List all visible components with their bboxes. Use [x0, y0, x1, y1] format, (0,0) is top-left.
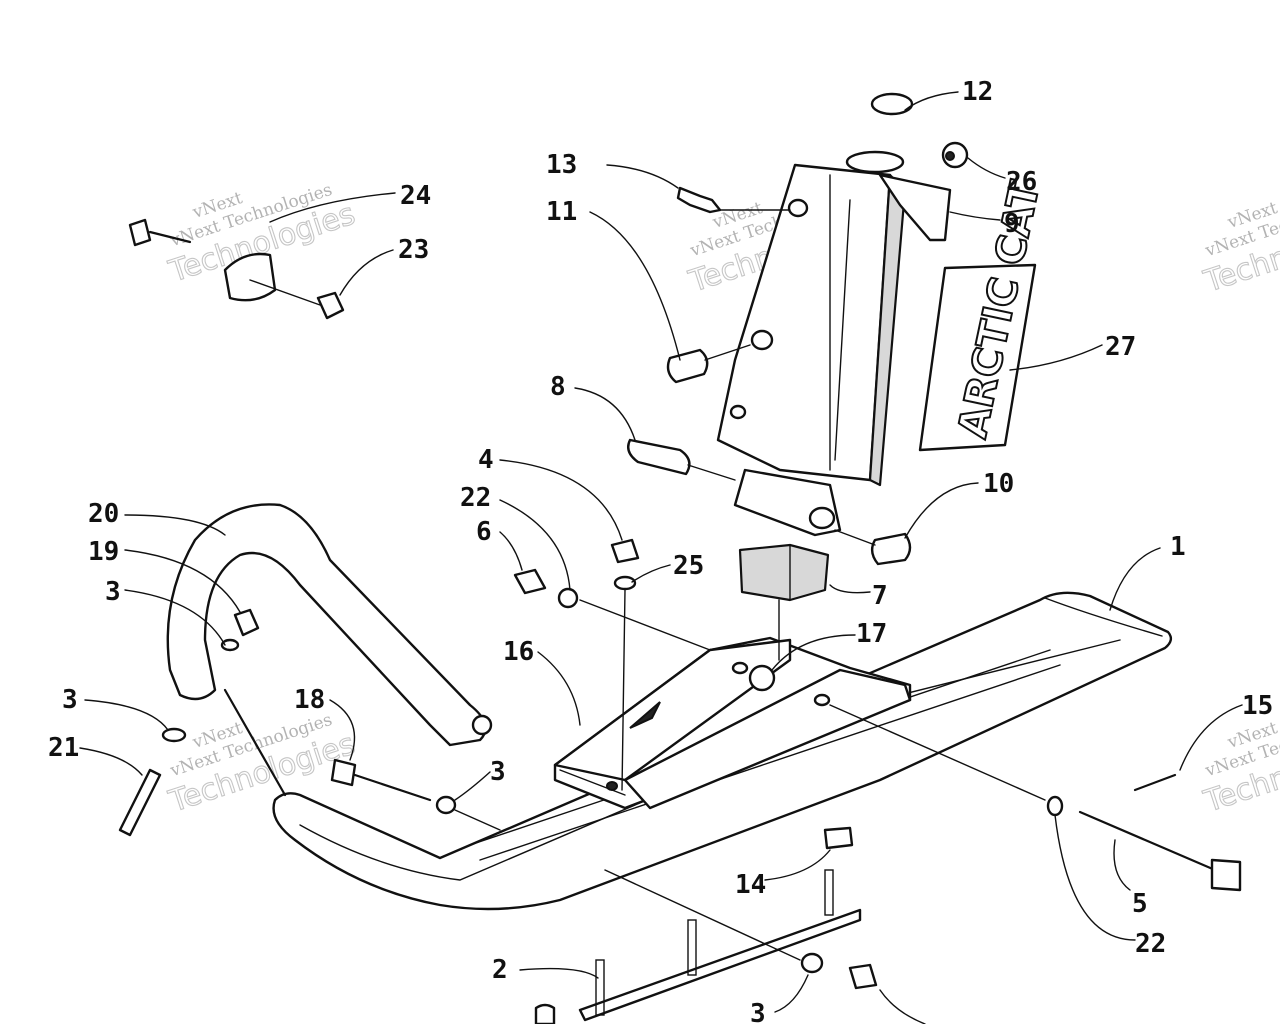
fasteners-center-part — [513, 538, 776, 692]
nut-19-part — [220, 608, 260, 652]
block-7-part — [738, 543, 830, 602]
callout-3a: 3 — [105, 577, 121, 607]
callout-22a: 22 — [460, 483, 491, 513]
spindle-part — [716, 150, 952, 537]
grease-fitting-part — [676, 186, 722, 214]
callout-2: 2 — [492, 955, 508, 985]
callout-27: 27 — [1105, 332, 1136, 362]
callout-7: 7 — [872, 581, 888, 611]
bolt-24-assembly-part — [128, 218, 345, 320]
callout-23: 23 — [398, 235, 429, 265]
ski-handle-part — [166, 503, 493, 747]
callout-21: 21 — [48, 733, 79, 763]
callout-26: 26 — [1006, 167, 1037, 197]
callout-10: 10 — [983, 469, 1014, 499]
callout-16: 16 — [503, 637, 534, 667]
callout-3c: 3 — [490, 757, 506, 787]
bolt-18-part — [330, 758, 457, 815]
callout-17: 17 — [856, 619, 887, 649]
bolt-21-part — [118, 727, 187, 837]
bolt-5-part — [1046, 795, 1242, 892]
watermark-lower-left: vNext vNext Technologies Technologies — [164, 710, 360, 820]
bushing-11-part — [666, 348, 709, 384]
callout-25: 25 — [673, 551, 704, 581]
leader-lines — [79, 91, 1243, 1024]
callout-1: 1 — [1170, 532, 1186, 562]
callout-15: 15 — [1242, 691, 1273, 721]
callout-12: 12 — [962, 77, 993, 107]
callout-11: 11 — [546, 197, 577, 227]
callout-13: 13 — [546, 150, 577, 180]
callout-14: 14 — [735, 870, 766, 900]
callout-6: 6 — [476, 517, 492, 547]
callout-labels: 12 13 26 11 9 24 23 27 8 4 10 20 22 6 25… — [48, 77, 1273, 1024]
callout-20: 20 — [88, 499, 119, 529]
bushing-10-part — [870, 532, 912, 566]
callout-19: 19 — [88, 537, 119, 567]
wear-bar-part — [534, 869, 862, 1024]
callout-18: 18 — [294, 685, 325, 715]
nut-26-part — [941, 141, 969, 169]
watermark-right-top: vNext vNext Technologies Technologies — [1199, 190, 1280, 300]
callout-9: 9 — [1004, 209, 1020, 239]
nut-14-part — [823, 826, 854, 850]
callout-8: 8 — [550, 372, 566, 402]
callout-3d: 3 — [750, 999, 766, 1024]
cotter-15-part — [1133, 773, 1177, 792]
callout-3b: 3 — [62, 685, 78, 715]
cap-part — [870, 92, 914, 116]
assembly-lines — [223, 209, 1046, 961]
callout-5: 5 — [1132, 889, 1148, 919]
callout-24: 24 — [400, 181, 431, 211]
callout-22b: 22 — [1135, 929, 1166, 959]
saddle-bracket-part — [553, 636, 912, 810]
bushing-8-part — [627, 438, 691, 476]
lower-fasteners-part — [800, 952, 878, 990]
callout-4: 4 — [478, 445, 494, 475]
